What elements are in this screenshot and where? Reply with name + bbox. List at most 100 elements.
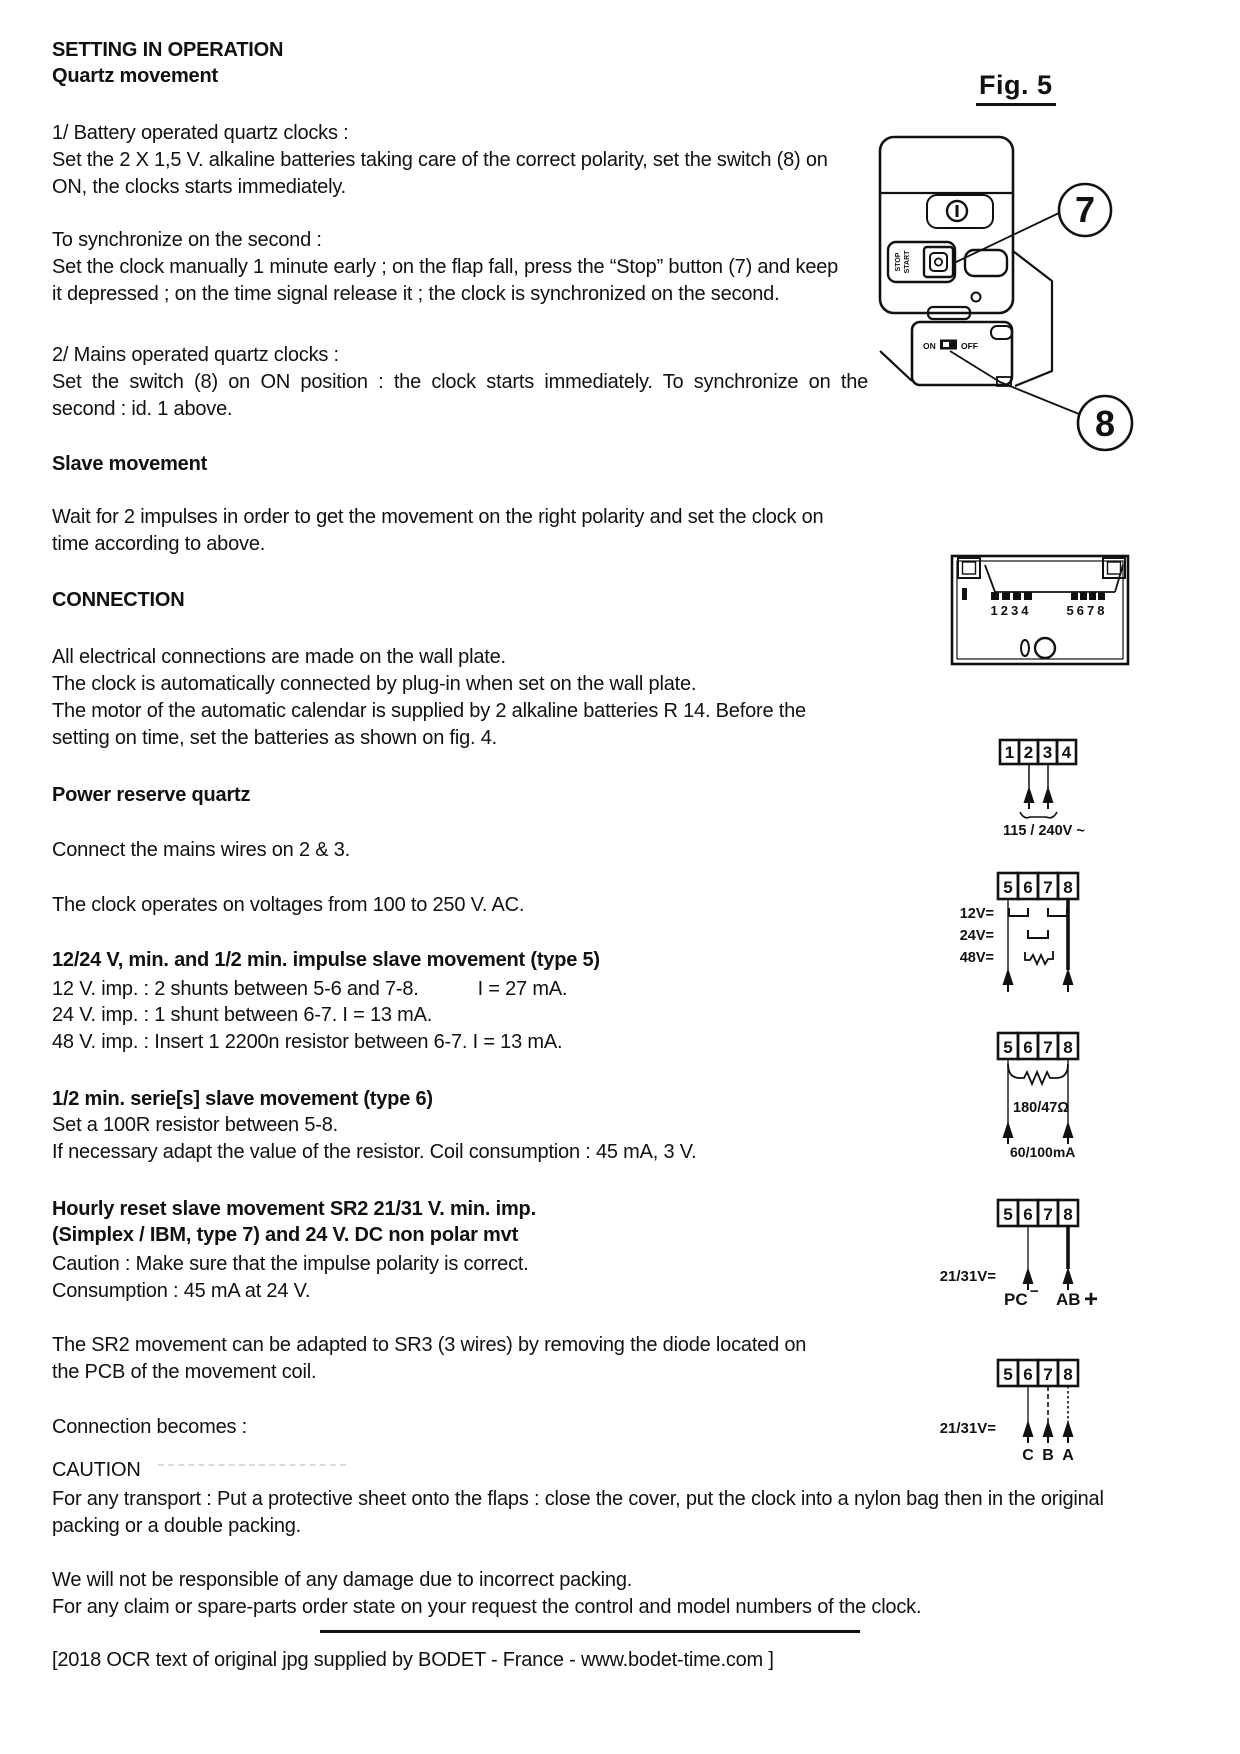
recess-edge bbox=[1114, 564, 1124, 593]
connection-line: The motor of the automatic calendar is s… bbox=[52, 700, 806, 722]
terminal-number: 7 bbox=[1043, 1038, 1052, 1057]
ab-plus-sign: + bbox=[1084, 1286, 1098, 1313]
terminal-strip-5678 bbox=[1071, 592, 1105, 600]
start-label: START bbox=[904, 250, 911, 274]
sr3-line: the PCB of the movement coil. bbox=[52, 1361, 317, 1383]
terminal-strip-right-label: 5678 bbox=[1067, 603, 1108, 618]
wire-arrowhead bbox=[1023, 786, 1035, 803]
sr3-line: The SR2 movement can be adapted to SR3 (… bbox=[52, 1334, 807, 1356]
pc-minus-sign: − bbox=[1030, 1283, 1039, 1300]
voltage-48v-label: 48V= bbox=[960, 950, 994, 966]
terminal-number: 6 bbox=[1023, 1205, 1032, 1224]
connection-title: CONNECTION bbox=[52, 589, 185, 611]
callout-8-number: 8 bbox=[1095, 403, 1115, 444]
shunt-7-8 bbox=[1047, 908, 1068, 917]
screw-icon bbox=[970, 291, 982, 303]
wire-c-label: C bbox=[1022, 1447, 1034, 1464]
terminal-strip-1234 bbox=[991, 592, 1032, 600]
mains-connection-diagram: 1 2 3 4 115 / 240V ~ bbox=[998, 738, 1085, 839]
terminal-number: 5 bbox=[1003, 1038, 1012, 1057]
wire-arrowhead bbox=[1002, 1121, 1014, 1138]
wire-arrowhead bbox=[1042, 786, 1054, 803]
terminal-number: 7 bbox=[1043, 1205, 1052, 1224]
on-label: ON bbox=[923, 341, 936, 351]
type5-title: 12/24 V, min. and 1/2 min. impulse slave… bbox=[52, 949, 600, 971]
keyhole-icon bbox=[945, 199, 969, 223]
callout-7-number: 7 bbox=[1075, 189, 1095, 230]
plate-pin bbox=[962, 588, 967, 600]
lower-body-tab bbox=[996, 376, 1012, 387]
sr3-voltage-label: 21/31V= bbox=[940, 1420, 997, 1437]
footer-note: [2018 OCR text of original jpg supplied … bbox=[52, 1649, 774, 1671]
wire-arrowhead bbox=[1062, 1267, 1074, 1284]
type5-line: 12 V. imp. : 2 shunts between 5-6 and 7-… bbox=[52, 978, 568, 1000]
terminal-number: 8 bbox=[1063, 1365, 1072, 1384]
terminal-number: 5 bbox=[1003, 878, 1012, 897]
clock-upper-body bbox=[878, 135, 1015, 315]
stop-button-icon bbox=[929, 252, 948, 272]
connection-line: All electrical connections are made on t… bbox=[52, 646, 506, 668]
resistor-5-8 bbox=[1007, 1063, 1069, 1087]
sr3-connection-diagram: 5 6 7 8 21/31V= C B A bbox=[940, 1358, 1080, 1464]
plate-tab-left-inner bbox=[961, 561, 977, 575]
mains-line: Set the switch (8) on ON position : the … bbox=[52, 371, 869, 393]
stop-label: STOP bbox=[895, 252, 902, 271]
resistor-6-7 bbox=[1024, 951, 1054, 967]
sr2-connection-diagram: 5 6 7 8 21/31V= PC − AB + bbox=[940, 1198, 1098, 1313]
wire-arrowhead bbox=[1062, 1121, 1074, 1138]
terminal-number: 2 bbox=[1024, 743, 1033, 762]
clock-shell-outline bbox=[1012, 250, 1054, 388]
pc-label: PC bbox=[1004, 1290, 1028, 1309]
power-line: The clock operates on voltages from 100 … bbox=[52, 894, 525, 916]
coil-current-label: 60/100mA bbox=[1010, 1144, 1075, 1160]
ab-label: AB bbox=[1056, 1290, 1081, 1309]
connection-line: setting on time, set the batteries as sh… bbox=[52, 727, 498, 749]
sr2-title: (Simplex / IBM, type 7) and 24 V. DC non… bbox=[52, 1224, 519, 1246]
sync-line: it depressed ; on the time signal releas… bbox=[52, 283, 780, 305]
plate-tab-right-inner bbox=[1106, 561, 1122, 575]
terminal-number: 1 bbox=[1005, 743, 1014, 762]
battery-section-title: 1/ Battery operated quartz clocks : bbox=[52, 122, 349, 144]
callout-7-badge bbox=[1057, 182, 1113, 238]
wire-arrowhead bbox=[1002, 968, 1014, 985]
terminal-number: 5 bbox=[1003, 1365, 1012, 1384]
page-title: SETTING IN OPERATION bbox=[52, 39, 284, 61]
wire-arrowhead bbox=[1022, 1267, 1034, 1284]
terminal-number: 6 bbox=[1023, 878, 1032, 897]
clock-back-diagram: STOP START ON OFF 7 8 bbox=[878, 135, 1134, 452]
series-connection-diagram: 5 6 7 8 180/47Ω 60/100mA bbox=[996, 1031, 1080, 1160]
sync-section-title: To synchronize on the second : bbox=[52, 229, 322, 251]
sr2-line: Caution : Make sure that the impulse pol… bbox=[52, 1253, 529, 1275]
slave-line: time according to above. bbox=[52, 533, 266, 555]
wall-plate-outline bbox=[950, 554, 1130, 666]
plate-slot-hole bbox=[1020, 639, 1030, 657]
power-line: Connect the mains wires on 2 & 3. bbox=[52, 839, 350, 861]
sr2-line: Consumption : 45 mA at 24 V. bbox=[52, 1280, 311, 1302]
caution-line: packing or a double packing. bbox=[52, 1515, 302, 1537]
plate-round-hole bbox=[1033, 636, 1057, 660]
type5-line: 48 V. imp. : Insert 1 2200n resistor bet… bbox=[52, 1031, 563, 1053]
slave-line: Wait for 2 impulses in order to get the … bbox=[52, 506, 824, 528]
resistor-value-label: 180/47Ω bbox=[1013, 1100, 1069, 1116]
footer-divider bbox=[320, 1630, 860, 1633]
wall-plate-diagram: 1234 5678 bbox=[950, 554, 1130, 666]
wire-a-label: A bbox=[1062, 1447, 1074, 1464]
off-label: OFF bbox=[961, 341, 978, 351]
lower-body-step bbox=[990, 325, 1013, 340]
sync-line: Set the clock manually 1 minute early ; … bbox=[52, 256, 839, 278]
figure-5-label: Fig. 5 bbox=[976, 70, 1056, 106]
keyhole-tab bbox=[926, 194, 994, 229]
connection-becomes-line: Connection becomes : bbox=[52, 1416, 248, 1438]
recess-edge bbox=[984, 564, 996, 593]
terminal-strip-left-label: 1234 bbox=[991, 603, 1032, 618]
terminal-number: 8 bbox=[1063, 878, 1072, 897]
wire-arrowhead bbox=[1042, 1420, 1054, 1437]
plate-tab-left bbox=[957, 557, 981, 579]
clock-shell-outline bbox=[879, 350, 913, 382]
voltage-24v-label: 24V= bbox=[960, 928, 994, 944]
shunt-5-6 bbox=[1008, 908, 1029, 917]
scan-artifact-line bbox=[158, 1464, 346, 1466]
slave-movement-title: Slave movement bbox=[52, 453, 208, 475]
brace bbox=[1019, 811, 1058, 819]
terminal-number: 8 bbox=[1063, 1038, 1072, 1057]
